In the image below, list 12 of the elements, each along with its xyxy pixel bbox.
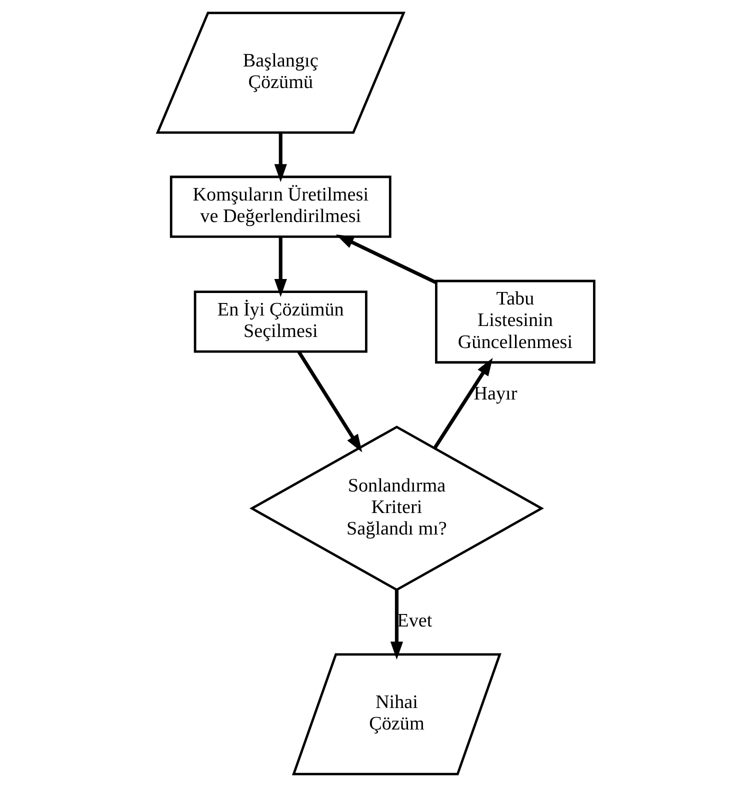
node-box: En İyi Çözümün Seçilmesi — [193, 290, 367, 353]
arrow — [390, 590, 403, 660]
arrow — [335, 234, 436, 284]
edge-label: Hayır — [473, 383, 517, 404]
arrow — [296, 350, 362, 452]
arrow — [274, 132, 286, 182]
arrow — [274, 236, 286, 298]
node-diamond: Sonlandırma Kriteri Sağlandı mı? — [248, 426, 544, 592]
node-box: Komşuların Üretilmesi ve Değerlendirilmesi — [169, 176, 391, 238]
node-box: Tabu Listesinin Güncellenmesi — [434, 280, 595, 364]
edge-label: Evet — [396, 610, 432, 632]
arrow — [432, 358, 492, 450]
